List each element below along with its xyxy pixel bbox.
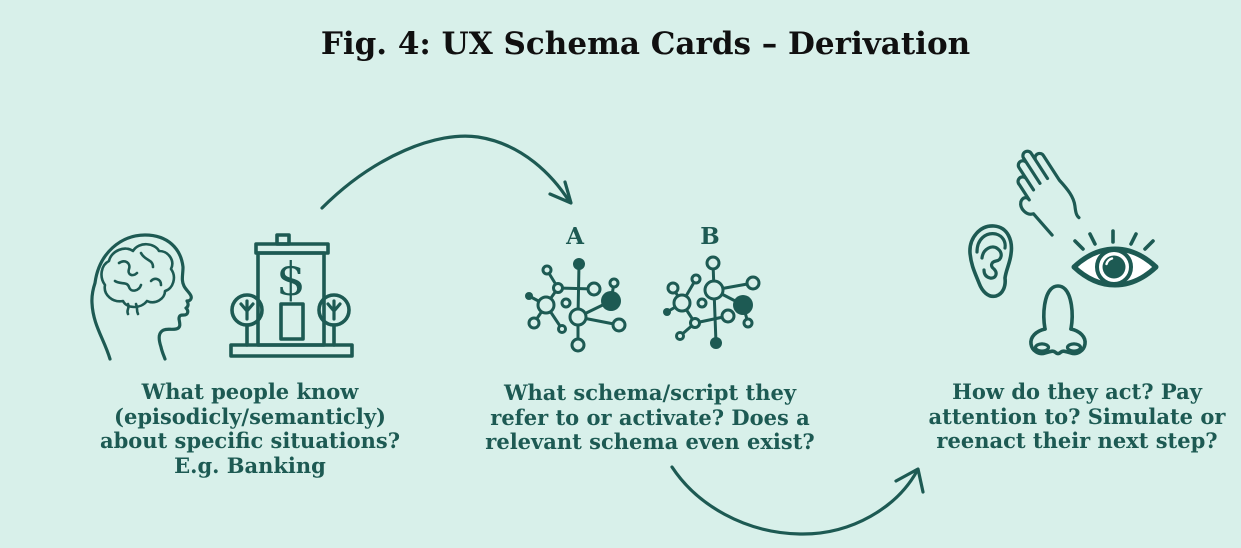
figure-title: Fig. 4: UX Schema Cards – Derivation — [320, 26, 971, 62]
eye-icon — [1071, 229, 1159, 288]
caption-line: What schema/script they — [503, 380, 797, 405]
knowledge-caption: What people know (episodicly/semanticly)… — [88, 379, 412, 478]
caption-line: attention to? Simulate or — [928, 403, 1226, 429]
caption-line: about specific situations? — [99, 428, 401, 453]
arrow-schema-to-action — [670, 465, 925, 536]
schema-caption: What schema/script they refer to or acti… — [478, 380, 822, 455]
network-label-b: B — [700, 223, 720, 250]
caption-line: relevant schema even exist? — [485, 429, 815, 454]
caption-line: How do they act? Pay — [952, 379, 1202, 404]
network-label-a: A — [566, 223, 584, 250]
bank-icon: $ — [229, 233, 354, 358]
caption-line: refer to or activate? Does a — [490, 404, 810, 430]
arrow-knowledge-to-schema — [320, 134, 573, 210]
head-brain-icon — [90, 233, 193, 361]
schema-network-b — [663, 255, 761, 349]
schema-network-a — [525, 258, 627, 353]
dollar-sign: $ — [276, 252, 305, 306]
action-caption: How do they act? Pay attention to? Simul… — [918, 379, 1236, 454]
ear-icon — [968, 224, 1014, 299]
caption-line: E.g. Banking — [174, 452, 326, 478]
caption-line: (episodicly/semanticly) — [114, 403, 386, 429]
hand-icon — [1016, 149, 1081, 237]
nose-icon — [1029, 284, 1087, 356]
caption-line: reenact their next step? — [936, 428, 1218, 453]
caption-line: What people know — [141, 379, 359, 404]
